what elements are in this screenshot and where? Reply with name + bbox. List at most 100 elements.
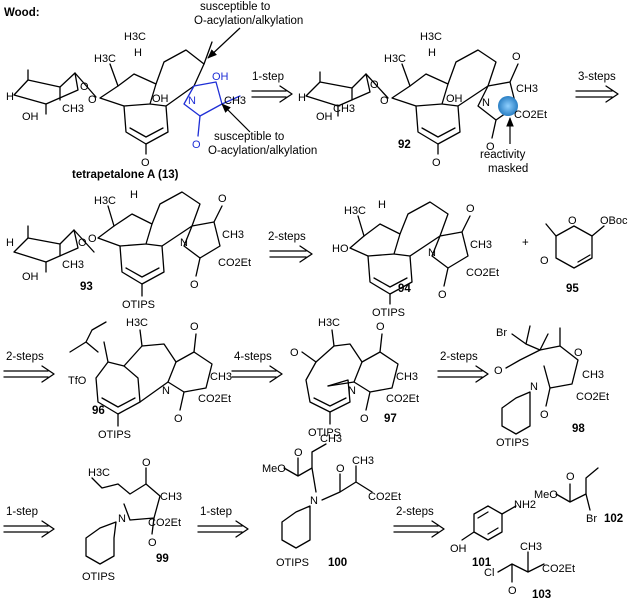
label-compound-92: 92: [398, 139, 411, 151]
atom-o-103: O: [508, 585, 517, 597]
atom-o-102: O: [566, 471, 575, 483]
note-top-1: susceptible to: [200, 1, 270, 13]
atom-o-ketone-96: O: [190, 321, 199, 333]
reaction-arrow-4: [3, 365, 55, 383]
reaction-arrow-8: [197, 520, 249, 538]
atom-n-96: N: [162, 385, 170, 397]
step-label-4: 2-steps: [6, 351, 44, 363]
label-compound-100: 100: [328, 557, 347, 569]
atom-tfo-96: TfO: [68, 375, 87, 387]
atom-h-ring-94: H: [378, 199, 386, 211]
step-label-8: 1-step: [200, 506, 232, 518]
atom-o-ketone: O: [141, 157, 150, 169]
atom-o-ketone-98: O: [574, 347, 583, 359]
atom-o-ketone-95: O: [540, 255, 549, 267]
atom-ch3-98: CH3: [582, 369, 604, 381]
note-top-2: O-acylation/alkylation: [194, 15, 303, 27]
atom-oh-blue: OH: [212, 71, 229, 83]
atom-o-92: O: [370, 79, 379, 91]
step-label-2: 3-steps: [578, 71, 616, 83]
label-compound-97: 97: [384, 413, 397, 425]
atom-ch3: CH3: [62, 103, 84, 115]
label-compound-95: 95: [566, 283, 579, 295]
step-label-5: 4-steps: [234, 351, 272, 363]
atom-br-102: Br: [586, 513, 597, 525]
atom-otips-100: OTIPS: [276, 557, 309, 569]
reaction-arrow-3: [269, 245, 313, 263]
structure-93: H OH O CH3 O H3C H N O O CH3 CO2Et OTIPS: [6, 189, 251, 311]
atom-o-ketone-97: O: [376, 321, 385, 333]
atom-ch3-92: CH3: [333, 103, 355, 115]
atom-o-link: O: [88, 94, 97, 106]
atom-oh-101: OH: [450, 543, 467, 555]
atom-h3c-92: H3C: [384, 53, 406, 65]
atom-h3c-93: H3C: [94, 195, 116, 207]
atom-o-enone-97: O: [290, 347, 299, 359]
masked-note-1: reactivity: [480, 149, 526, 161]
atom-o-93: O: [78, 237, 87, 249]
atom-o-link-93: O: [88, 233, 97, 245]
atom-otips-94: OTIPS: [372, 307, 405, 319]
atom-n-99: N: [118, 513, 126, 525]
atom-ch3-ethyl-100: CH3: [320, 433, 342, 445]
structure-97: O H3C N O O CH3 CO2Et OTIPS: [290, 317, 419, 439]
masked-note-2: masked: [488, 163, 528, 175]
atom-o-ketone-93: O: [218, 193, 227, 205]
reaction-arrow-9: [393, 520, 445, 538]
label-compound-99: 99: [156, 553, 169, 565]
atom-h: H: [6, 91, 14, 103]
atom-meo-100: MeO: [262, 463, 286, 475]
label-compound-96: 96: [92, 405, 105, 417]
label-compound-103: 103: [532, 589, 551, 601]
atom-o-lactam-99: O: [148, 537, 157, 549]
atom-ch3-96: CH3: [210, 371, 232, 383]
atom-o-link-92: O: [380, 95, 389, 107]
atom-oh-93: OH: [22, 271, 39, 283]
atom-br-98: Br: [496, 327, 507, 339]
atom-o-ketone-92: O: [432, 157, 441, 169]
atom-ch3-enol: CH3: [224, 95, 246, 107]
atom-co2et-97: CO2Et: [386, 393, 419, 405]
atom-oh-core-92: OH: [446, 93, 463, 105]
atom-h3c-top: H3C: [124, 31, 146, 43]
atom-o-ketone-94: O: [466, 203, 475, 215]
atom-n-92: N: [482, 97, 490, 109]
label-compound-94: 94: [398, 283, 411, 295]
label-compound-13: tetrapetalone A (13): [72, 169, 179, 181]
label-compound-101: 101: [472, 557, 492, 569]
atom-o-lactam-94: O: [438, 289, 447, 301]
structure-96: TfO H3C N O O CH3 CO2Et OTIPS: [68, 317, 232, 441]
reaction-arrow-5: [231, 365, 283, 383]
atom-h-ring: H: [134, 47, 142, 59]
structure-101: NH2 OH: [450, 499, 536, 555]
atom-o-lactam-98: O: [540, 409, 549, 421]
atom-otips-97: OTIPS: [308, 427, 341, 439]
masked-reactivity-highlight: [498, 96, 518, 116]
atom-oh-92: OH: [316, 111, 333, 123]
atom-h-93: H: [6, 237, 14, 249]
label-compound-102: 102: [604, 513, 623, 525]
atom-co2et-100: CO2Et: [368, 491, 401, 503]
note-bottom-1: susceptible to: [214, 131, 284, 143]
atom-o-ring-95: O: [568, 215, 577, 227]
structure-94: HO H3C H N O O CH3 CO2Et OTIPS: [332, 199, 499, 319]
atom-meo-102: MeO: [534, 489, 558, 501]
structure-92: H OH O CH3 O O H3C H H3C OH N O O CH3 CO…: [298, 31, 547, 169]
structure-102: MeO O Br: [534, 467, 599, 525]
structure-103: Cl O CH3 CO2Et: [484, 541, 575, 597]
reaction-arrow-6: [437, 365, 489, 383]
atom-o-lactam-93: O: [190, 279, 199, 291]
atom-cl-103: Cl: [484, 567, 494, 579]
atom-o: O: [80, 81, 89, 93]
atom-ch3-99: CH3: [160, 491, 182, 503]
atom-ch3-93: CH3: [62, 259, 84, 271]
atom-nh2-101: NH2: [514, 499, 536, 511]
atom-h3c-96: H3C: [126, 317, 148, 329]
atom-o-lactam-97: O: [360, 413, 369, 425]
atom-otips-93: OTIPS: [122, 299, 155, 311]
atom-o-aldehyde-98: O: [494, 365, 503, 377]
atom-otips-96: OTIPS: [98, 429, 131, 441]
plus-sign: +: [522, 237, 529, 249]
atom-oh: OH: [22, 111, 39, 123]
atom-otips-99: OTIPS: [82, 571, 115, 583]
